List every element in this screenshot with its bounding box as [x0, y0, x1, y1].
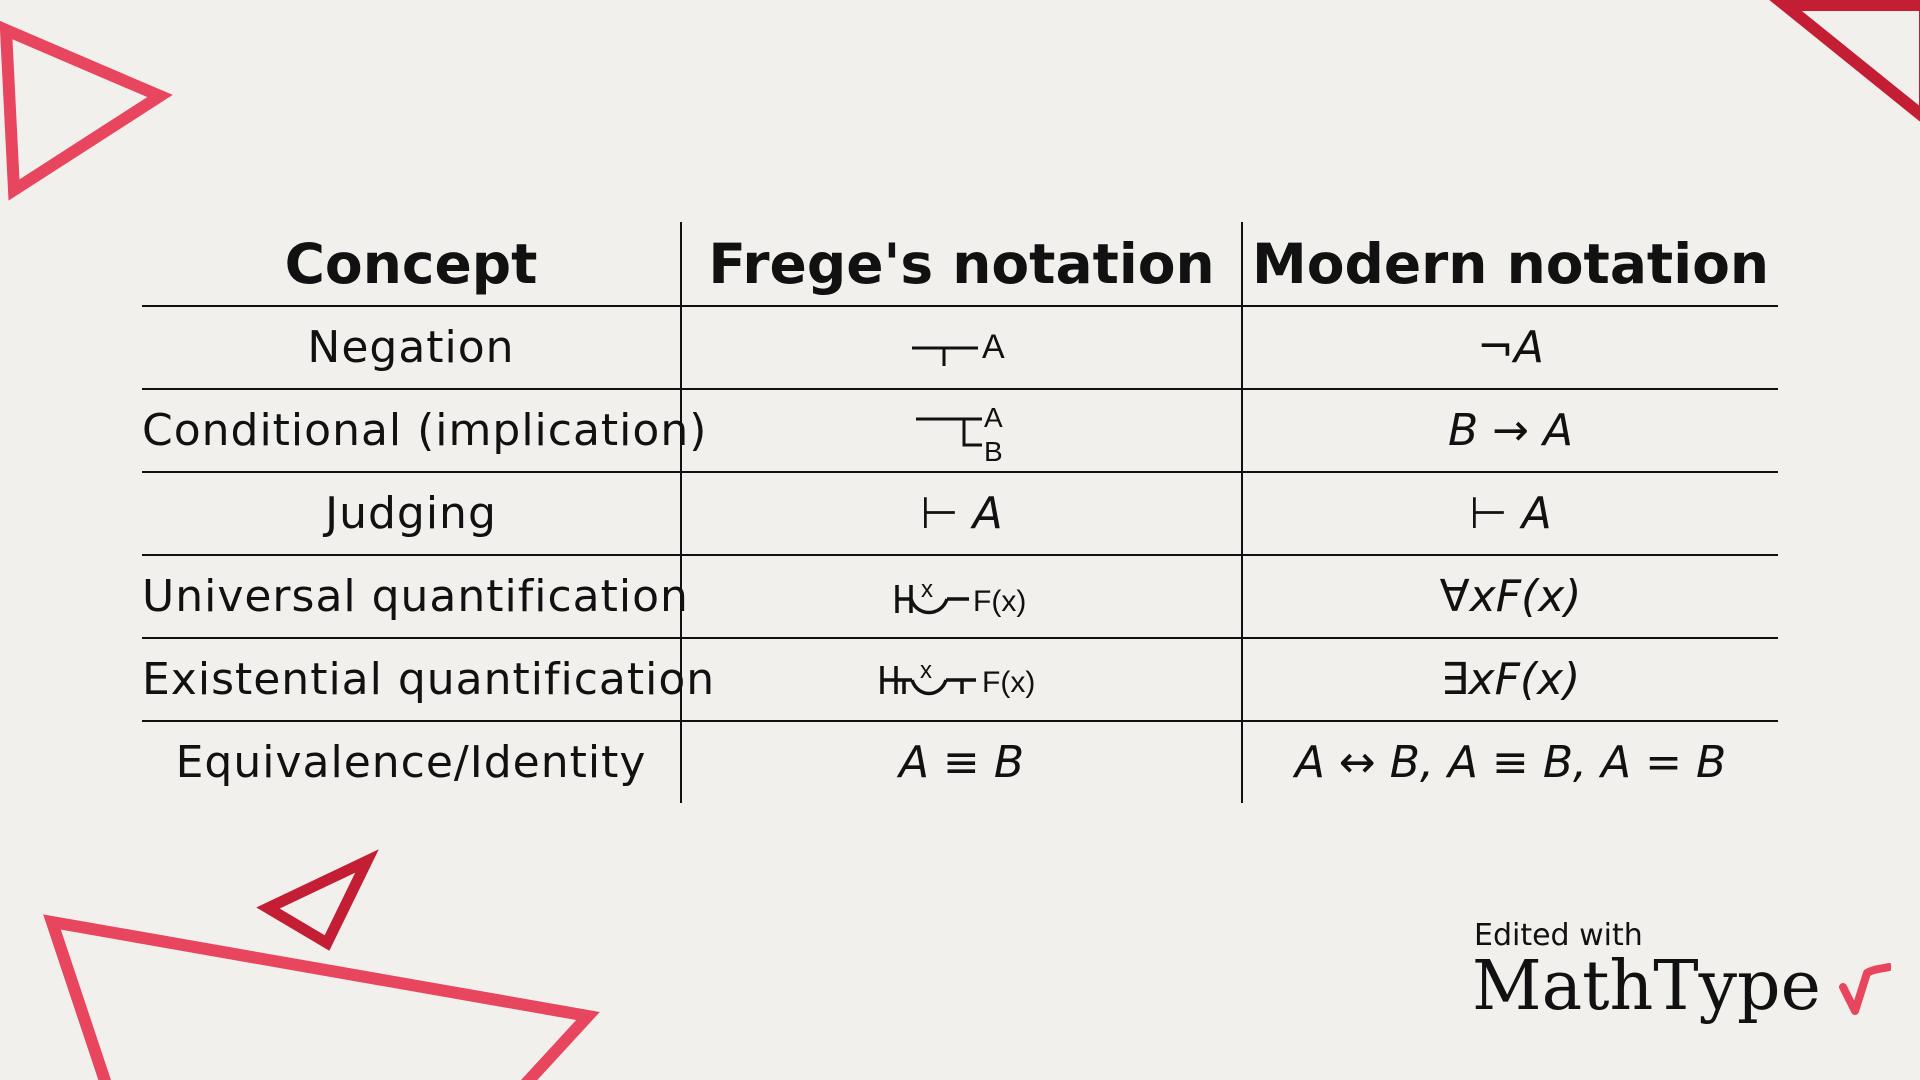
frege-cell: A: [681, 306, 1243, 390]
frege-negation-stroke-icon: A: [911, 328, 1005, 366]
concept-cell: Negation: [142, 306, 682, 390]
frege-cell: x F(x): [681, 638, 1243, 722]
frege-label: x: [921, 576, 933, 603]
branding-name: MathType: [1472, 947, 1821, 1026]
concept-cell: Equivalence/Identity: [142, 721, 682, 803]
triangle-top-left: [0, 20, 173, 201]
frege-label: x: [920, 657, 932, 684]
frege-cell: A ≡ B: [681, 721, 1243, 803]
frege-existential-concavity-icon: x F(x): [879, 657, 1035, 699]
table-row: Existential quantification x F(x) ∃xF(x): [142, 638, 1778, 722]
concept-cell: Existential quantification: [142, 638, 714, 722]
table-row: Universal quantification x F(x) ∀xF(x): [142, 555, 1778, 639]
frege-label: F(x): [973, 585, 1026, 618]
mathtype-branding: Edited with MathType: [1472, 918, 1891, 1021]
table-row: Negation A ¬A: [142, 306, 1778, 390]
triangle-bottom-small: [256, 849, 379, 951]
table-row: Judging ⊢ A ⊢ A: [142, 472, 1778, 556]
frege-label: B: [984, 436, 1003, 467]
concept-cell: Universal quantification: [142, 555, 688, 639]
concept-cell: Conditional (implication): [142, 389, 706, 473]
header-frege: Frege's notation: [681, 222, 1243, 307]
mathtype-check-icon: [1838, 963, 1891, 1015]
modern-cell: ⊢ A: [1242, 472, 1778, 556]
notation-table: Concept Frege's notation Modern notation…: [142, 222, 1778, 803]
header-concept: Concept: [142, 222, 682, 307]
frege-universal-concavity-icon: x F(x): [894, 576, 1026, 618]
modern-cell: ∃xF(x): [1242, 638, 1778, 722]
modern-cell: ¬A: [1242, 306, 1778, 390]
triangle-bottom-large: [43, 914, 600, 1080]
frege-cell: x F(x): [681, 555, 1243, 639]
branding-row: MathType: [1472, 953, 1891, 1021]
frege-cell: A B: [681, 389, 1243, 473]
frege-label: A: [982, 328, 1005, 366]
table-row: Equivalence/Identity A ≡ B A ↔ B, A ≡ B,…: [142, 721, 1778, 803]
frege-conditional-stroke-icon: A B: [915, 402, 1003, 467]
modern-cell: ∀xF(x): [1242, 555, 1778, 639]
concept-cell: Judging: [142, 472, 682, 556]
frege-label: A: [984, 402, 1003, 433]
branding-prefix: Edited with: [1474, 918, 1643, 953]
table-header-row: Concept Frege's notation Modern notation: [142, 222, 1778, 307]
header-modern: Modern notation: [1242, 222, 1778, 307]
frege-label: F(x): [982, 666, 1035, 699]
frege-cell: ⊢ A: [681, 472, 1243, 556]
modern-cell: A ↔ B, A ≡ B, A = B: [1294, 737, 1727, 788]
table-row: Conditional (implication) A B B → A: [142, 389, 1778, 473]
modern-cell: B → A: [1242, 389, 1778, 473]
triangle-top-right: [1769, 0, 1920, 122]
